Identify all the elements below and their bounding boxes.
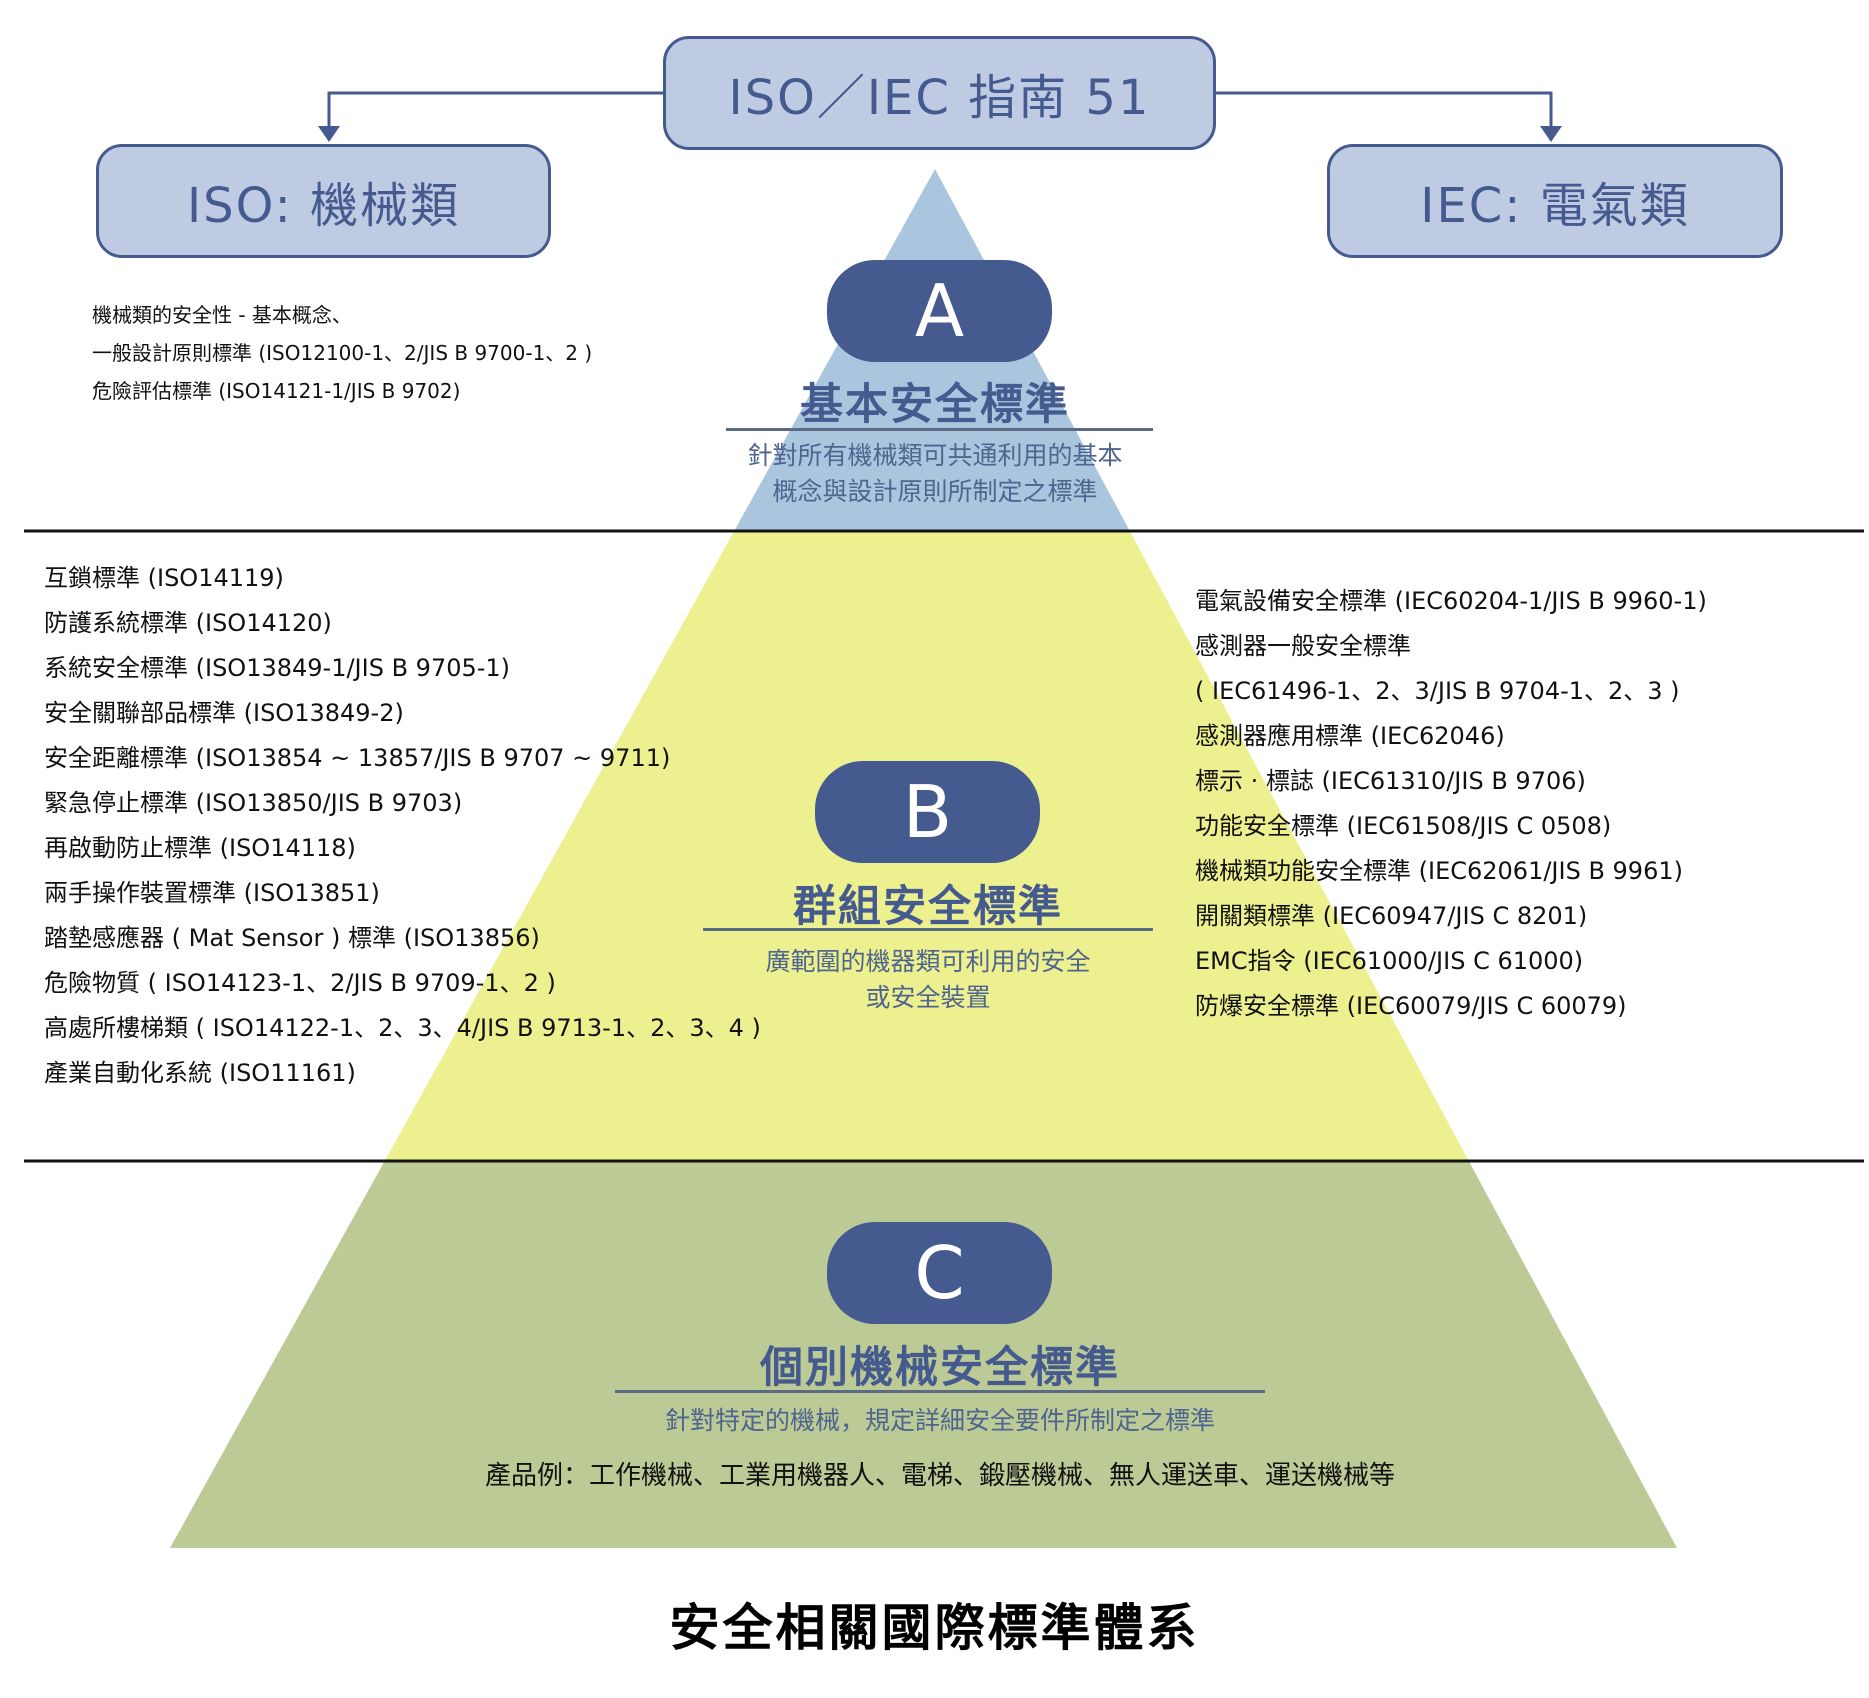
list-item: 互鎖標準 (ISO14119) (44, 564, 284, 592)
iso-machinery-label: ISO: 機械類 (187, 178, 460, 234)
list-item: 感測器應用標準 (IEC62046) (1195, 722, 1505, 750)
level-b-iec-list: 電氣設備安全標準 (IEC60204-1/JIS B 9960-1) 感測器一般… (1195, 579, 1707, 1029)
level-b-desc-line2: 或安全裝置 (865, 983, 991, 1012)
list-item: 機械類功能安全標準 (IEC62061/JIS B 9961) (1195, 857, 1683, 885)
level-b-badge: B (815, 761, 1040, 863)
list-item: 系統安全標準 (ISO13849-1/JIS B 9705-1) (44, 654, 511, 682)
list-item: 兩手操作裝置標準 (ISO13851) (44, 879, 380, 907)
level-a-desc-line2: 概念與設計原則所制定之標準 (772, 477, 1098, 506)
list-item: 安全關聯部品標準 (ISO13849-2) (44, 699, 404, 727)
level-a-title: 基本安全標準 (800, 380, 1070, 430)
list-item: 電氣設備安全標準 (IEC60204-1/JIS B 9960-1) (1195, 587, 1707, 615)
list-item: 危險物質 ( ISO14123-1、2/JIS B 9709-1、2 ) (44, 969, 556, 997)
level-b-rule (703, 928, 1153, 931)
level-a-iso-list: 機械類的安全性 - 基本概念、 一般設計原則標準 (ISO12100-1、2/J… (92, 296, 592, 410)
list-item: EMC指令 (IEC61000/JIS C 61000) (1195, 947, 1584, 975)
list-item: 開關類標準 (IEC60947/JIS C 8201) (1195, 902, 1588, 930)
list-item: 防護系統標準 (ISO14120) (44, 609, 332, 637)
guide-51-label: ISO／IEC 指南 51 (728, 70, 1151, 126)
connector-right (1216, 91, 1553, 128)
level-a-badge: A (827, 260, 1052, 362)
level-c-desc: 針對特定的機械，規定詳細安全要件所制定之標準 (664, 1406, 1215, 1435)
level-b-title: 群組安全標準 (793, 882, 1063, 932)
level-c-badge: C (827, 1222, 1052, 1324)
list-item: 高處所樓梯類 ( ISO14122-1、2、3、4/JIS B 9713-1、2… (44, 1014, 761, 1042)
level-b-desc: 廣範圍的機器類可利用的安全 或安全裝置 (693, 944, 1163, 1016)
level-a-desc-line1: 針對所有機械類可共通利用的基本 (747, 441, 1123, 470)
list-item: 感測器一般安全標準 (1195, 632, 1411, 660)
list-item: 機械類的安全性 - 基本概念、 (92, 303, 352, 327)
level-a-desc: 針對所有機械類可共通利用的基本 概念與設計原則所制定之標準 (700, 438, 1170, 510)
list-item: 踏墊感應器 ( Mat Sensor ) 標準 (ISO13856) (44, 924, 540, 952)
list-item: 一般設計原則標準 (ISO12100-1、2/JIS B 9700-1、2 ) (92, 341, 593, 365)
iec-electrical-label: IEC: 電氣類 (1420, 178, 1690, 234)
list-item: 安全距離標準 (ISO13854 ~ 13857/JIS B 9707 ~ 97… (44, 744, 671, 772)
list-item: 防爆安全標準 (IEC60079/JIS C 60079) (1195, 992, 1627, 1020)
list-item: 再啟動防止標準 (ISO14118) (44, 834, 356, 862)
level-c-rule (615, 1390, 1265, 1393)
level-c-title: 個別機械安全標準 (760, 1343, 1120, 1393)
list-item: 危險評估標準 (ISO14121-1/JIS B 9702) (92, 379, 461, 403)
list-item: 功能安全標準 (IEC61508/JIS C 0508) (1195, 812, 1612, 840)
diagram-caption: 安全相關國際標準體系 (669, 1599, 1200, 1657)
level-b-letter: B (902, 770, 953, 854)
level-b-iso-list: 互鎖標準 (ISO14119) 防護系統標準 (ISO14120) 系統安全標準… (44, 556, 761, 1096)
level-b-desc-line1: 廣範圍的機器類可利用的安全 (765, 947, 1091, 976)
connector-left (327, 91, 663, 128)
level-c-examples: 產品例：工作機械、工業用機器人、電梯、鍛壓機械、無人運送車、運送機械等 (484, 1461, 1395, 1491)
level-a-rule (726, 428, 1153, 431)
list-item: 產業自動化系統 (ISO11161) (44, 1059, 356, 1087)
level-c-letter: C (914, 1231, 965, 1315)
list-item: 緊急停止標準 (ISO13850/JIS B 9703) (44, 789, 463, 817)
list-item: 標示 · 標誌 (IEC61310/JIS B 9706) (1195, 767, 1586, 795)
arrow-left-icon (318, 126, 340, 142)
iso-machinery-box: ISO: 機械類 (96, 144, 551, 258)
level-a-letter: A (914, 269, 965, 353)
arrow-right-icon (1540, 126, 1562, 142)
iec-electrical-box: IEC: 電氣類 (1327, 144, 1783, 258)
list-item: ( IEC61496-1、2、3/JIS B 9704-1、2、3 ) (1195, 677, 1680, 705)
guide-51-box: ISO／IEC 指南 51 (663, 36, 1216, 150)
